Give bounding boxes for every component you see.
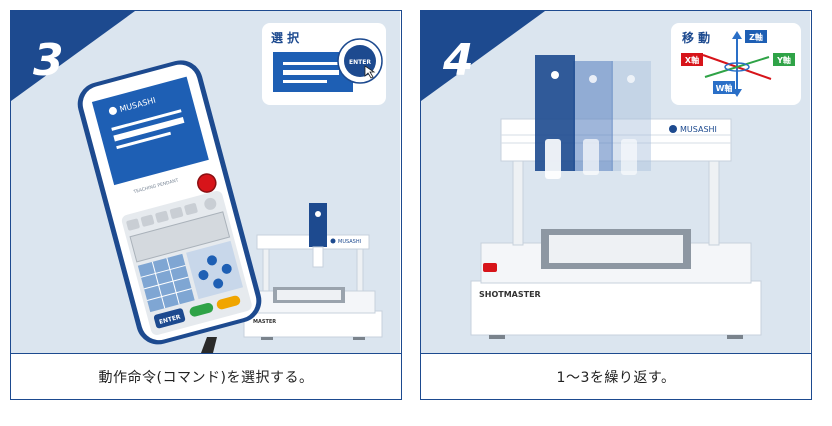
- teaching-pendant: MUSASHI TEACHING PENDANT: [77, 60, 262, 353]
- callout-title: 移 動: [682, 30, 710, 45]
- step-4-panel: 4 移 動 Z軸 X軸 Y軸 W軸: [420, 10, 812, 400]
- musashi-logo-icon: [330, 238, 336, 244]
- callout-enter-label: ENTER: [349, 59, 371, 66]
- move-callout: 移 動 Z軸 X軸 Y軸 W軸: [671, 23, 801, 105]
- step-4-illustration: 4 移 動 Z軸 X軸 Y軸 W軸: [421, 11, 810, 353]
- step-4-caption: 1〜3を繰り返す。: [421, 353, 811, 399]
- axis-z-badge: [745, 30, 767, 43]
- dispensing-robot-large: MUSASHI SHOTMASTER: [470, 55, 762, 339]
- cursor-icon: [364, 65, 376, 79]
- emergency-stop-icon: [483, 263, 497, 272]
- step-3-caption: 動作命令(コマンド)を選択する。: [11, 353, 401, 399]
- musashi-logo-icon: [669, 125, 677, 133]
- robot-brand: MUSASHI: [680, 125, 717, 134]
- axis-y-badge: [773, 53, 795, 66]
- robot-model: SHOTMASTER: [479, 290, 541, 299]
- step-3-panel: 3 選 択 ENTER MUSASHI: [10, 10, 402, 400]
- axis-x-label: X軸: [685, 55, 699, 65]
- step-corner-banner: [421, 11, 545, 101]
- robot-brand: MUSASHI: [338, 239, 361, 245]
- step-corner-banner: [11, 11, 135, 101]
- axis-w-label: W軸: [716, 83, 733, 93]
- axis-w-badge: [713, 81, 735, 94]
- step-3-illustration: 3 選 択 ENTER MUSASHI: [11, 11, 400, 353]
- robot-model: MASTER: [253, 319, 276, 325]
- step-number: 4: [442, 35, 474, 86]
- axis-arrows-icon: [702, 31, 772, 97]
- callout-title: 選 択: [271, 30, 300, 45]
- axis-x-badge: [681, 53, 703, 66]
- dispensing-robot-small: MUSASHI MASTER: [243, 203, 383, 340]
- pendant-enter-key: [153, 308, 186, 329]
- step-number: 3: [33, 35, 64, 86]
- robot-head: [309, 203, 327, 247]
- axis-z-label: Z軸: [749, 32, 763, 42]
- axis-y-label: Y軸: [776, 55, 791, 65]
- emergency-stop-icon: [197, 173, 217, 193]
- select-callout: 選 択 ENTER: [262, 23, 386, 105]
- musashi-logo-icon: [108, 106, 117, 115]
